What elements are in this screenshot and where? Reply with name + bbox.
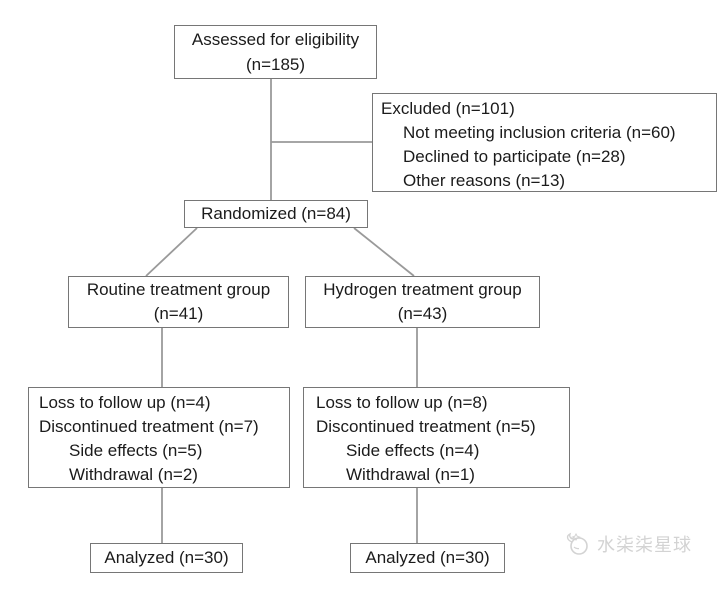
box-randomized: Randomized (n=84)	[184, 200, 368, 228]
routine-group-count: (n=41)	[153, 304, 204, 323]
assessed-label: Assessed for eligibility	[191, 30, 360, 49]
routine-loss-to-followup: Loss to follow up (n=4)	[39, 393, 211, 412]
analyzed-routine-label: Analyzed (n=30)	[104, 548, 229, 567]
excluded-title: Excluded (n=101)	[381, 99, 515, 118]
assessed-count: (n=185)	[245, 55, 306, 74]
hydrogen-discontinued: Discontinued treatment (n=5)	[316, 417, 536, 436]
hydrogen-group-count: (n=43)	[397, 304, 448, 323]
routine-group-label: Routine treatment group	[86, 280, 271, 299]
planet-mascot-icon	[566, 532, 588, 555]
box-assessed-for-eligibility: Assessed for eligibility (n=185)	[174, 25, 377, 79]
hydrogen-side-effects: Side effects (n=4)	[346, 441, 480, 460]
box-analyzed-routine: Analyzed (n=30)	[90, 543, 243, 573]
excluded-item-declined: Declined to participate (n=28)	[403, 147, 626, 166]
box-hydrogen-followup: Loss to follow up (n=8) Discontinued tre…	[303, 387, 570, 488]
watermark: 水柒柒星球	[563, 529, 692, 559]
connector-randomized-to-routine	[145, 227, 198, 277]
routine-side-effects: Side effects (n=5)	[69, 441, 203, 460]
box-analyzed-hydrogen: Analyzed (n=30)	[350, 543, 505, 573]
box-hydrogen-treatment-group: Hydrogen treatment group (n=43)	[305, 276, 540, 328]
randomized-label: Randomized (n=84)	[201, 204, 351, 223]
box-routine-followup: Loss to follow up (n=4) Discontinued tre…	[28, 387, 290, 488]
excluded-item-inclusion-criteria: Not meeting inclusion criteria (n=60)	[403, 123, 676, 142]
hydrogen-loss-to-followup: Loss to follow up (n=8)	[316, 393, 488, 412]
routine-withdrawal: Withdrawal (n=2)	[69, 465, 198, 484]
hydrogen-withdrawal: Withdrawal (n=1)	[346, 465, 475, 484]
connector-randomized-to-hydrogen	[353, 227, 415, 277]
hydrogen-group-label: Hydrogen treatment group	[323, 280, 522, 299]
box-routine-treatment-group: Routine treatment group (n=41)	[68, 276, 289, 328]
routine-discontinued: Discontinued treatment (n=7)	[39, 417, 259, 436]
box-excluded: Excluded (n=101) Not meeting inclusion c…	[372, 93, 717, 192]
analyzed-hydrogen-label: Analyzed (n=30)	[365, 548, 490, 567]
watermark-text: 水柒柒星球	[597, 535, 692, 555]
excluded-item-other: Other reasons (n=13)	[403, 171, 566, 190]
